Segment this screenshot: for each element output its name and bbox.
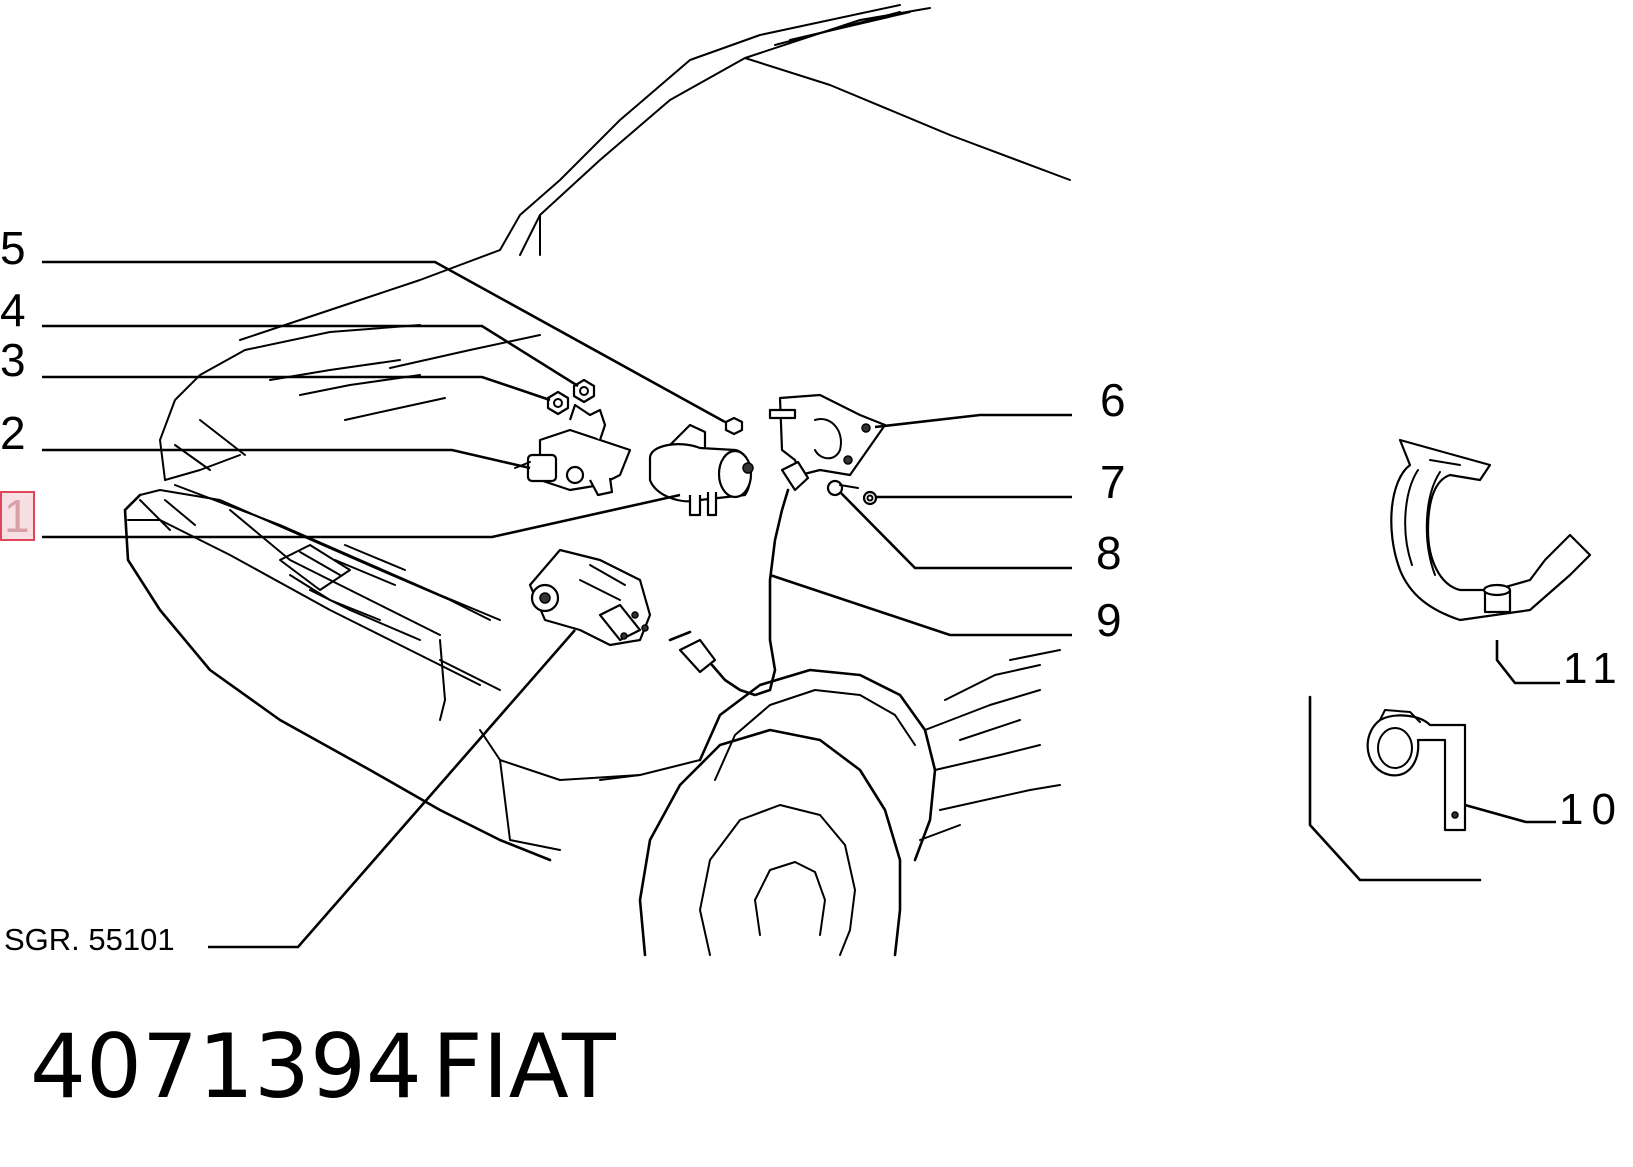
callout-5: 5: [0, 222, 26, 274]
leader-distributor: [208, 629, 576, 949]
callout-11: 11: [1563, 644, 1625, 693]
part-11-clamp-bracket: [1390, 438, 1592, 622]
brand-name: FIAT: [432, 1015, 617, 1118]
callout-6: 6: [1100, 374, 1126, 426]
leader-9: [769, 573, 1072, 637]
callout-9: 9: [1096, 594, 1122, 646]
leader-3: [42, 375, 551, 402]
assembly-reference-label: SGR. 55101: [4, 922, 175, 957]
callout-2: 2: [0, 407, 26, 459]
callout-3: 3: [0, 334, 26, 386]
callout-10: 10: [1559, 785, 1624, 834]
part-5-nut: [724, 416, 744, 436]
callout-4: 4: [0, 284, 26, 336]
leader-1: [42, 493, 681, 539]
leader-lines: [42, 260, 1560, 949]
leader-11: [1495, 640, 1560, 685]
part-3-nut: [546, 390, 570, 416]
leader-10: [1464, 803, 1556, 824]
group-bracket-10: [1308, 695, 1482, 882]
leader-2: [42, 448, 531, 470]
distributor-assembly: [528, 548, 652, 647]
part-7-washer: [862, 490, 878, 506]
leader-8: [839, 491, 1072, 570]
car-body-outline: [123, 4, 1071, 957]
callout-7: 7: [1100, 456, 1126, 508]
part-9-sensor-cable: [668, 460, 810, 697]
part-6-bracket-plate: [768, 393, 887, 477]
callout-8: 8: [1096, 527, 1122, 579]
leader-6: [874, 413, 1072, 429]
callout-1: 1: [4, 490, 30, 542]
part-8-bolt: [826, 479, 859, 497]
part-1-ignition-coil: [648, 423, 754, 517]
leader-5: [42, 260, 726, 424]
callout-1-highlight: [0, 491, 35, 541]
leader-4: [42, 324, 579, 388]
part-10-cable-clip: [1366, 709, 1467, 832]
part-4-nut: [572, 378, 596, 404]
part-number: 4071394: [30, 1015, 422, 1118]
part-2-bracket: [514, 403, 632, 497]
